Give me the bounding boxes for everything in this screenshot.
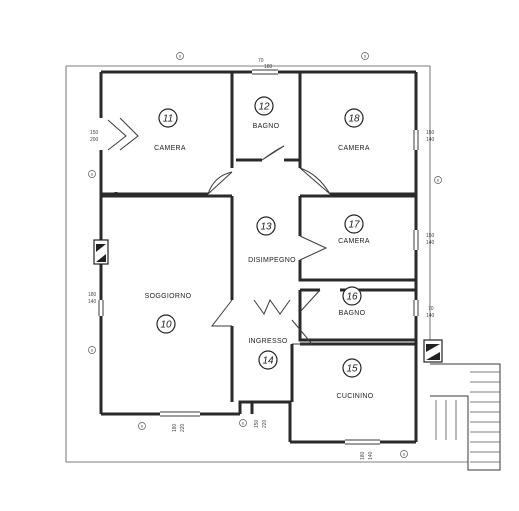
room-circle-10 [156, 314, 176, 334]
room-name-camera-11: CAMERA [154, 145, 186, 152]
dim-soggiorno-bottom-1: 180 [172, 423, 178, 432]
room-circle-16 [342, 286, 362, 306]
dim-soggiorno-bottom-2: 220 [180, 423, 186, 432]
marker-7: 6 [242, 421, 245, 426]
room-name-disimpegno-13: DISIMPEGNO [248, 257, 296, 264]
room-number-15: 15 [346, 364, 358, 375]
dim-cucinino-bottom-1: 180 [360, 451, 366, 460]
dim-top-door-1: 70 [258, 58, 264, 64]
marker-6: 6 [141, 424, 144, 429]
room-circle-11 [158, 108, 178, 128]
dim-soggiorno-2: 140 [88, 299, 97, 305]
room-name-bagno-12: BAGNO [253, 123, 280, 130]
room-circle-12 [254, 96, 274, 116]
room-number-14: 14 [262, 356, 274, 367]
room-number-12: 12 [258, 102, 270, 113]
dim-ingresso-bottom-1: 150 [254, 419, 260, 428]
room-numbers: 11 12 18 13 17 10 16 14 15 [156, 96, 364, 378]
room-names: CAMERA BAGNO CAMERA DISIMPEGNO CAMERA SO… [145, 123, 374, 400]
room-number-16: 16 [346, 292, 358, 303]
room-name-soggiorno-10: SOGGIORNO [145, 293, 192, 300]
windows [98, 69, 419, 445]
vent-markers [93, 239, 443, 363]
room-name-camera-18: CAMERA [338, 145, 370, 152]
external-stair [430, 363, 501, 471]
dimension-notes: 70 180 150 200 150 140 150 140 70 140 18… [88, 58, 435, 460]
dim-camera18-1: 150 [426, 130, 435, 136]
dim-top-door-2: 180 [264, 64, 273, 70]
room-circle-18 [344, 108, 364, 128]
dim-camera18-2: 140 [426, 137, 435, 143]
dim-soggiorno-1: 180 [88, 292, 97, 298]
room-number-18: 18 [348, 114, 360, 125]
room-circle-17 [344, 214, 364, 234]
room-number-10: 10 [160, 320, 172, 331]
marker-3: 6 [91, 172, 94, 177]
room-name-cucinino-15: CUCININO [336, 393, 373, 400]
door-swings [107, 117, 331, 345]
dim-ingresso-bottom-2: 220 [262, 419, 268, 428]
room-name-camera-17: CAMERA [338, 238, 370, 245]
dim-bagno16-1: 70 [428, 306, 434, 312]
room-number-11: 11 [163, 114, 173, 125]
walls [99, 70, 418, 444]
marker-1: 6 [179, 54, 182, 59]
room-circle-14 [258, 350, 278, 370]
room-name-ingresso-14: INGRESSO [248, 338, 288, 345]
room-name-bagno-16: BAGNO [339, 310, 366, 317]
room-number-17: 17 [348, 220, 360, 231]
dim-cucinino-bottom-2: 140 [368, 451, 374, 460]
dim-camera11-1: 150 [90, 130, 99, 136]
room-number-13: 13 [260, 222, 272, 233]
dim-camera11-2: 200 [90, 137, 99, 143]
marker-8: 6 [403, 452, 406, 457]
dim-bagno16-2: 140 [426, 313, 435, 319]
dim-camera17-2: 140 [426, 240, 435, 246]
dim-camera17-1: 150 [426, 233, 435, 239]
marker-4: 6 [437, 178, 440, 183]
marker-5: 6 [91, 348, 94, 353]
section-markers: 6 6 6 6 6 6 6 6 [88, 52, 442, 458]
room-circle-15 [342, 358, 362, 378]
marker-2: 6 [364, 54, 367, 59]
room-circle-13 [256, 216, 276, 236]
